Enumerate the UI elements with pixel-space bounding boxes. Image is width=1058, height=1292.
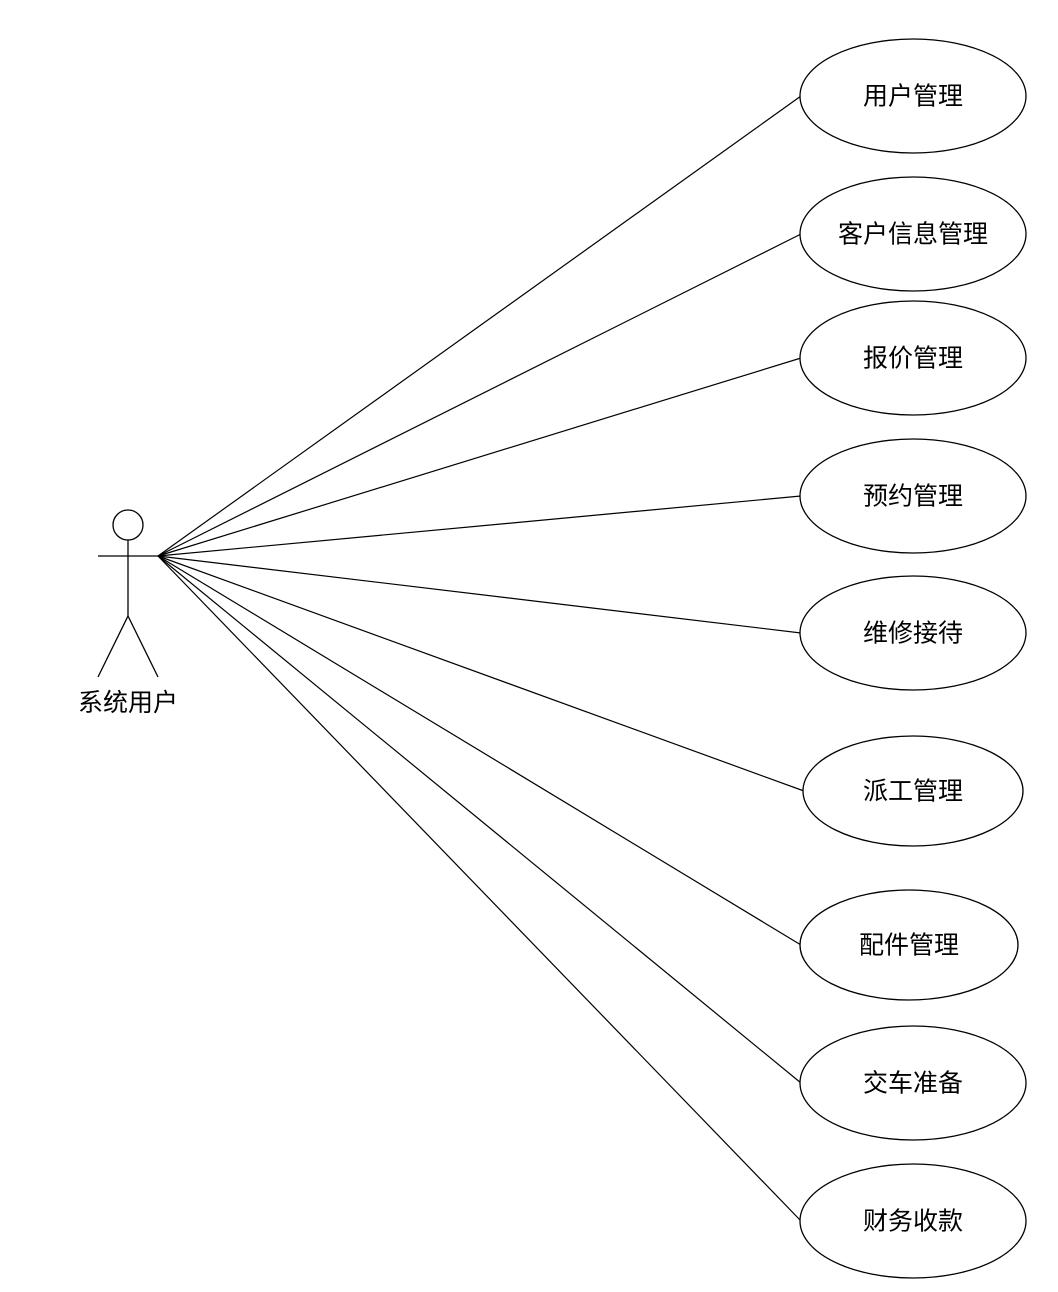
use-case-appointment-management[interactable]: 预约管理 — [799, 438, 1027, 554]
use-case-label: 报价管理 — [863, 344, 963, 373]
actor-label: 系统用户 — [78, 688, 178, 717]
use-case-user-management[interactable]: 用户管理 — [799, 38, 1027, 154]
use-case-customer-info-management[interactable]: 客户信息管理 — [799, 176, 1027, 292]
use-case-delivery-preparation[interactable]: 交车准备 — [799, 1025, 1027, 1141]
use-case-ellipse[interactable] — [802, 735, 1024, 847]
associations — [157, 95, 805, 1222]
use-case-ellipse[interactable] — [799, 889, 1019, 1001]
use-case-label: 用户管理 — [863, 82, 963, 111]
actor-right-leg — [127, 615, 159, 678]
use-case-ellipse[interactable] — [799, 438, 1027, 554]
actor-left-leg — [97, 615, 129, 678]
use-case-label: 配件管理 — [859, 931, 959, 960]
use-case-label: 交车准备 — [863, 1069, 963, 1098]
actor: 系统用户 — [78, 509, 178, 717]
use-case-ellipse[interactable] — [799, 176, 1027, 292]
association-line-parts-management — [157, 555, 802, 946]
use-case-quotation-management[interactable]: 报价管理 — [799, 300, 1027, 416]
association-line-quotation-management — [157, 357, 802, 557]
use-case-label: 维修接待 — [863, 619, 963, 648]
use-case-parts-management[interactable]: 配件管理 — [799, 889, 1019, 1001]
use-case-finance-collection[interactable]: 财务收款 — [799, 1163, 1027, 1279]
association-line-repair-reception — [157, 555, 802, 634]
use-case-label: 客户信息管理 — [838, 220, 988, 249]
use-case-label: 预约管理 — [863, 482, 963, 511]
association-line-appointment-management — [157, 495, 802, 557]
use-case-ellipse[interactable] — [799, 38, 1027, 154]
stick-figure-icon — [97, 509, 159, 678]
use-case-label: 派工管理 — [863, 777, 963, 806]
use-case-dispatch-management[interactable]: 派工管理 — [802, 735, 1024, 847]
association-line-finance-collection — [157, 555, 802, 1222]
use-case-ellipse[interactable] — [799, 1163, 1027, 1279]
use-case-repair-reception[interactable]: 维修接待 — [799, 575, 1027, 691]
use-case-ellipse[interactable] — [799, 1025, 1027, 1141]
association-line-user-management — [157, 95, 802, 557]
association-line-customer-info-management — [157, 233, 802, 557]
use-case-ellipse[interactable] — [799, 300, 1027, 416]
actor-head — [112, 509, 144, 541]
association-line-delivery-preparation — [157, 555, 802, 1084]
association-line-dispatch-management — [157, 555, 805, 792]
use-case-ellipse[interactable] — [799, 575, 1027, 691]
use-case-label: 财务收款 — [863, 1207, 963, 1236]
